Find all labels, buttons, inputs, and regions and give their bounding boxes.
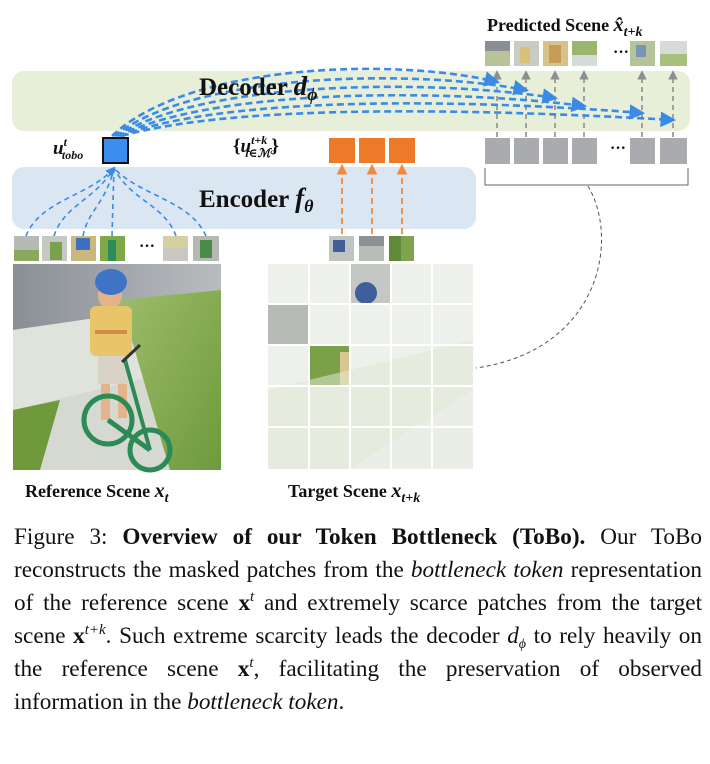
- target-arrows: [336, 163, 408, 234]
- encoder-input-arrows: [25, 166, 207, 237]
- caption-title: Overview of our Token Bottleneck (ToBo).: [122, 524, 586, 550]
- reference-scene-label: Reference Scene xt: [25, 480, 169, 506]
- figure-diagram: Predicted Scene x̂t+k ··· ··· ··· Decode…: [12, 14, 690, 506]
- target-patches: [329, 236, 414, 261]
- reference-image: [13, 264, 221, 473]
- bottleneck-token: [102, 137, 129, 164]
- diagram-canvas: [12, 41, 690, 473]
- encoder-band: [12, 167, 476, 229]
- bottleneck-token-label: uttobo: [53, 135, 84, 162]
- figure-caption: Figure 3: Overview of our Token Bottlene…: [14, 524, 703, 715]
- reference-patches: [14, 236, 219, 261]
- reference-ellipsis: ···: [139, 238, 156, 255]
- predicted-scene-label: Predicted Scene x̂t+k: [487, 14, 643, 40]
- caption-label: Figure 3:: [14, 524, 108, 550]
- target-image: [268, 264, 473, 469]
- decoder-label: Decoder dϕ: [199, 71, 318, 104]
- target-tokens: [329, 138, 415, 163]
- predicted-patches: [485, 41, 687, 66]
- connector-curve: [475, 185, 603, 369]
- target-tokens-label: {ut+ki∈ℳᶜ}: [233, 133, 279, 160]
- bottleneck-arcs: [111, 67, 677, 138]
- encoder-label: Encoder fθ: [199, 183, 314, 216]
- mask-bracket: [484, 168, 689, 186]
- target-scene-label: Target Scene xt+k: [288, 480, 421, 506]
- mask-ellipsis: ···: [610, 140, 627, 157]
- predicted-ellipsis: ···: [613, 44, 630, 61]
- mask-tokens: [485, 138, 687, 164]
